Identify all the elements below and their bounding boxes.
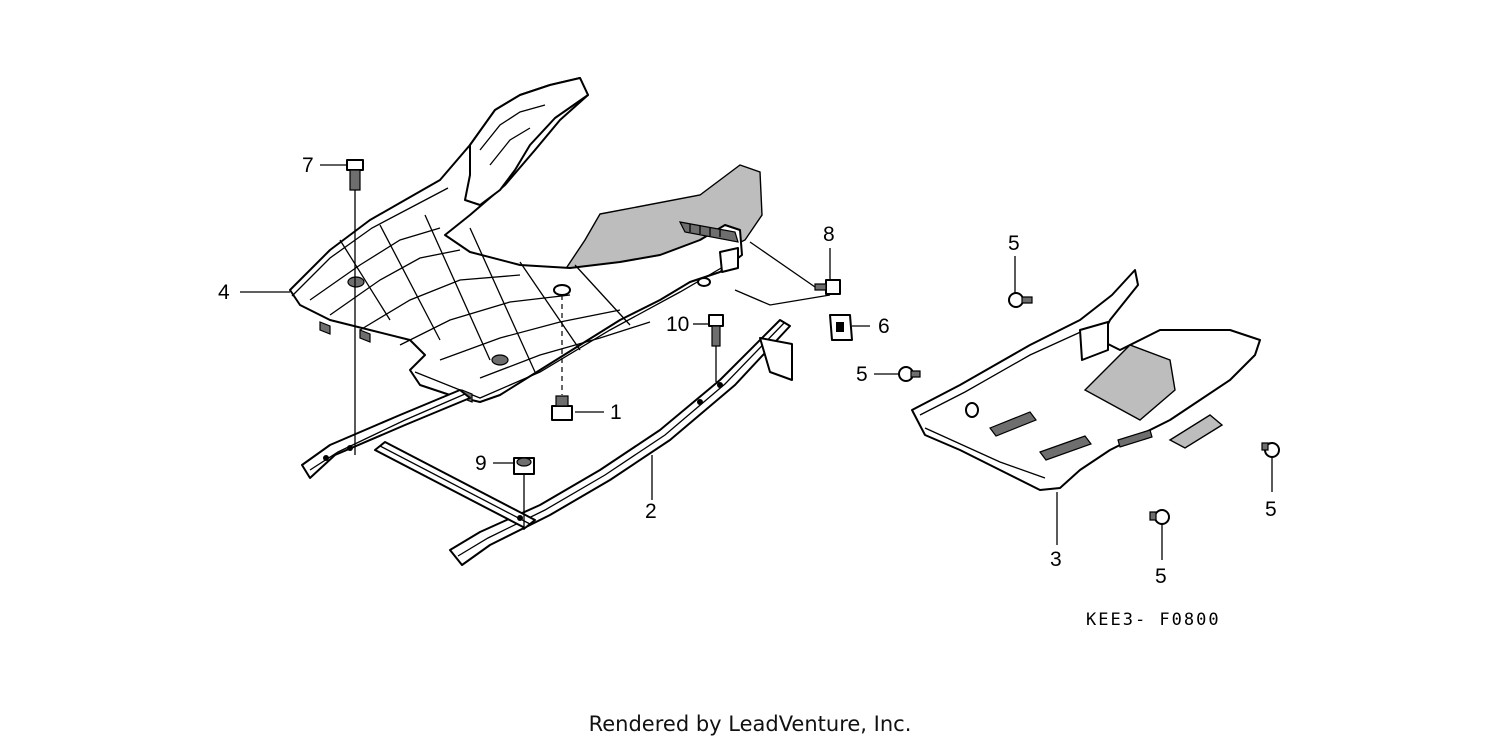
nut-9[interactable]: [513, 457, 535, 530]
callout-5-bottom: 5: [1155, 565, 1167, 588]
screw-5-left[interactable]: [898, 366, 921, 382]
footer-credit: Rendered by LeadVenture, Inc.: [588, 712, 912, 736]
screw-5-right[interactable]: [1261, 442, 1280, 458]
fastener-7[interactable]: [346, 159, 364, 455]
callout-5-top: 5: [1008, 232, 1020, 255]
screw-5-top[interactable]: [1008, 292, 1033, 308]
diagram-code: KEE3- F0800: [1086, 610, 1221, 630]
part-4-floor-panel[interactable]: [289, 77, 763, 403]
clip-6[interactable]: [829, 314, 853, 341]
callout-leaders: [240, 164, 1273, 560]
fastener-10[interactable]: [708, 314, 724, 382]
fastener-8[interactable]: [734, 241, 841, 306]
callout-4: 4: [218, 281, 230, 304]
callout-6: 6: [878, 315, 890, 338]
fastener-1[interactable]: [551, 295, 573, 421]
callout-5-left: 5: [856, 363, 868, 386]
part-2-frame-rails[interactable]: [301, 319, 793, 566]
callout-7: 7: [302, 154, 314, 177]
callout-9: 9: [475, 452, 487, 475]
callout-8: 8: [823, 223, 835, 246]
callout-2: 2: [645, 500, 657, 523]
callout-3: 3: [1050, 548, 1062, 571]
callout-10: 10: [666, 313, 689, 336]
part-3-under-cover[interactable]: [911, 269, 1261, 491]
screw-5-bottom[interactable]: [1149, 509, 1170, 525]
callout-1: 1: [610, 401, 622, 424]
callout-5-right: 5: [1265, 498, 1277, 521]
